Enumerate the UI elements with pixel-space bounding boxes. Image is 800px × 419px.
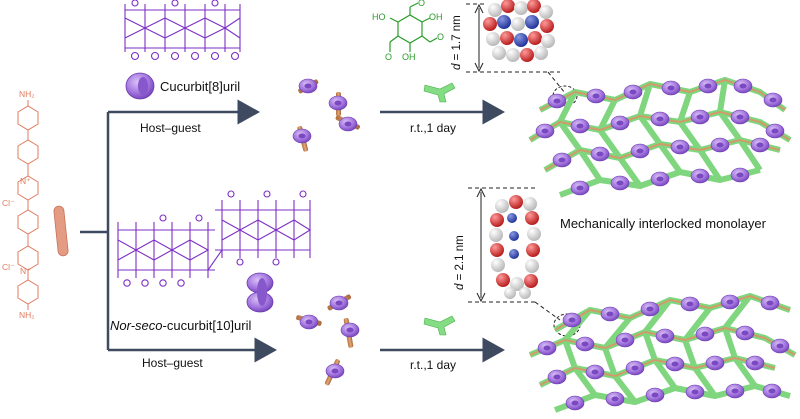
aldehyde-ho-left: HO [372, 12, 386, 22]
aldehyde-o-right: O [437, 32, 445, 42]
top-complexes [292, 78, 360, 152]
guest-rod-icon [53, 205, 69, 257]
norseco-rest: -cucurbit[10]uril [162, 318, 252, 333]
norseco-icon [246, 272, 274, 313]
norseco-italic: Nor-seco [110, 318, 163, 333]
space-fill-cb8 [483, 0, 555, 62]
d1-value: = 1.7 nm [451, 15, 463, 64]
linker-icon-bottom [423, 315, 456, 336]
monolayer-bottom [528, 293, 797, 413]
aldehyde-structure [389, 2, 438, 52]
bottom-complexes [296, 294, 360, 386]
host-guest-bottom: Host–guest [142, 356, 203, 370]
cl-bottom: Cl⁻ [2, 262, 15, 272]
monolayer-label: Mechanically interlocked monolayer [560, 216, 766, 231]
n-plus-bottom: N⁺ [20, 266, 31, 276]
cucurbit8-label: Cucurbit[8]uril [160, 79, 241, 94]
linker-icon-top [423, 82, 456, 103]
dimension-lines [466, 3, 581, 337]
nh2-top: NH₂ [19, 89, 35, 99]
host-guest-top: Host–guest [140, 121, 201, 135]
d2-label: d = 2.1 nm [454, 235, 466, 290]
rt-top: r.t.,1 day [410, 121, 457, 135]
d1-symbol: d [451, 63, 463, 70]
cb8-structure [124, 0, 241, 61]
aldehyde-o-top: O [418, 0, 426, 8]
norseco-label: Nor-seco-cucurbit[10]uril [110, 318, 251, 333]
norseco-cb10-structure [117, 190, 312, 287]
monolayer-top [528, 77, 792, 198]
cb8-icon [125, 72, 155, 100]
aldehyde-o-left: O [385, 52, 393, 62]
d2-symbol: d [454, 283, 466, 290]
guest-molecule [17, 100, 39, 310]
branch-lines [80, 99, 505, 363]
d1-label: d = 1.7 nm [451, 15, 463, 70]
cl-top: Cl⁻ [2, 198, 15, 208]
n-plus-top: N⁺ [20, 176, 31, 186]
aldehyde-oh-right: OH [429, 12, 443, 22]
rt-bottom: r.t.,1 day [410, 358, 457, 372]
d2-value: = 2.1 nm [454, 235, 466, 284]
space-fill-cb10 [489, 195, 541, 299]
nh2-bottom: NH₂ [19, 310, 35, 320]
aldehyde-oh-bottom: OH [402, 52, 416, 62]
